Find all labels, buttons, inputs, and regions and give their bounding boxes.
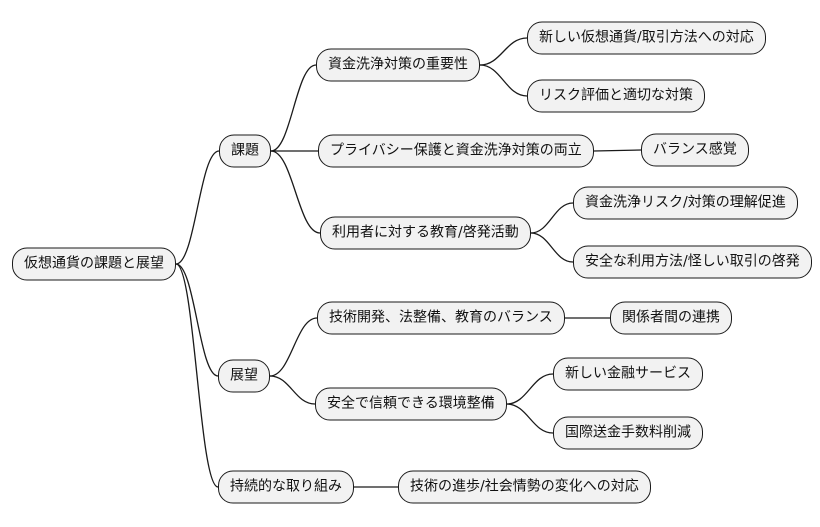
node-adapting-to-change: 技術の進歩/社会情勢の変化への対応 [398, 470, 651, 504]
node-root: 仮想通貨の課題と展望 [12, 247, 176, 281]
node-safe-environment: 安全で信頼できる環境整備 [315, 387, 507, 421]
node-risk-understanding: 資金洗浄リスク/対策の理解促進 [573, 186, 798, 220]
node-balance-sense: バランス感覚 [641, 133, 749, 167]
node-user-education: 利用者に対する教育/啓発活動 [320, 216, 531, 250]
node-new-financial-services: 新しい金融サービス [553, 357, 703, 391]
node-sustained-efforts: 持続的な取り組み [218, 470, 354, 504]
node-new-currency-response: 新しい仮想通貨/取引方法への対応 [527, 21, 766, 55]
node-safe-usage-awareness: 安全な利用方法/怪しい取引の啓発 [573, 245, 812, 279]
node-remittance-fee-reduction: 国際送金手数料削減 [553, 416, 703, 450]
node-stakeholder-cooperation: 関係者間の連携 [610, 301, 732, 335]
node-risk-assessment: リスク評価と適切な対策 [527, 79, 705, 113]
node-challenges: 課題 [219, 134, 271, 168]
node-prospects: 展望 [218, 359, 270, 393]
node-tech-law-edu-balance: 技術開発、法整備、教育のバランス [317, 301, 565, 335]
node-privacy-vs-aml: プライバシー保護と資金洗浄対策の両立 [318, 134, 594, 168]
node-aml-importance: 資金洗浄対策の重要性 [316, 48, 480, 82]
